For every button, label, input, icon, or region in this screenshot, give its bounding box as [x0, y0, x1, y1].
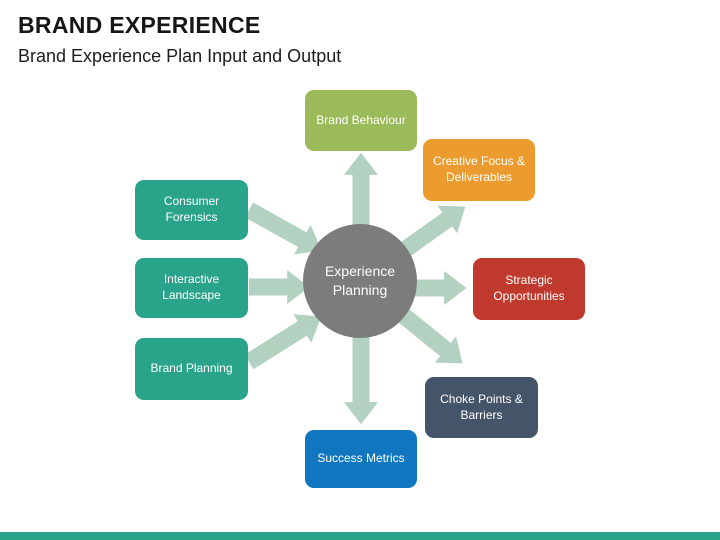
- node-consumer-forensics: Consumer Forensics: [135, 180, 248, 240]
- node-success-metrics: Success Metrics: [305, 430, 417, 488]
- node-label: Strategic Opportunities: [493, 273, 565, 303]
- node-strategic-opportunities: Strategic Opportunities: [473, 258, 585, 320]
- arrow-from-brand-planning: [244, 314, 321, 370]
- node-label: Brand Planning: [150, 361, 233, 376]
- node-brand-planning: Brand Planning: [135, 338, 248, 400]
- node-interactive-landscape: Interactive Landscape: [135, 258, 248, 318]
- slide-title: BRAND EXPERIENCE: [18, 12, 261, 38]
- hub-experience-planning: Experience Planning: [303, 224, 417, 338]
- node-label: Choke Points & Barriers: [440, 391, 523, 422]
- node-label: Brand Behaviour: [316, 112, 406, 127]
- node-creative-focus-deliverables: Creative Focus & Deliverables: [423, 139, 535, 201]
- node-label: Creative Focus & Deliverables: [432, 154, 526, 184]
- node-label: Consumer Forensics: [163, 194, 220, 224]
- arrow-from-consumer-forensics: [244, 202, 322, 255]
- hub-label: Experience Planning: [324, 263, 396, 298]
- node-label: Interactive Landscape: [162, 272, 221, 302]
- node-label: Success Metrics: [317, 451, 405, 466]
- slide-subtitle: Brand Experience Plan Input and Output: [18, 46, 342, 66]
- node-brand-behaviour: Brand Behaviour: [305, 90, 417, 151]
- node-choke-points-barriers: Choke Points & Barriers: [425, 377, 538, 438]
- footer-accent-bar: [0, 532, 720, 540]
